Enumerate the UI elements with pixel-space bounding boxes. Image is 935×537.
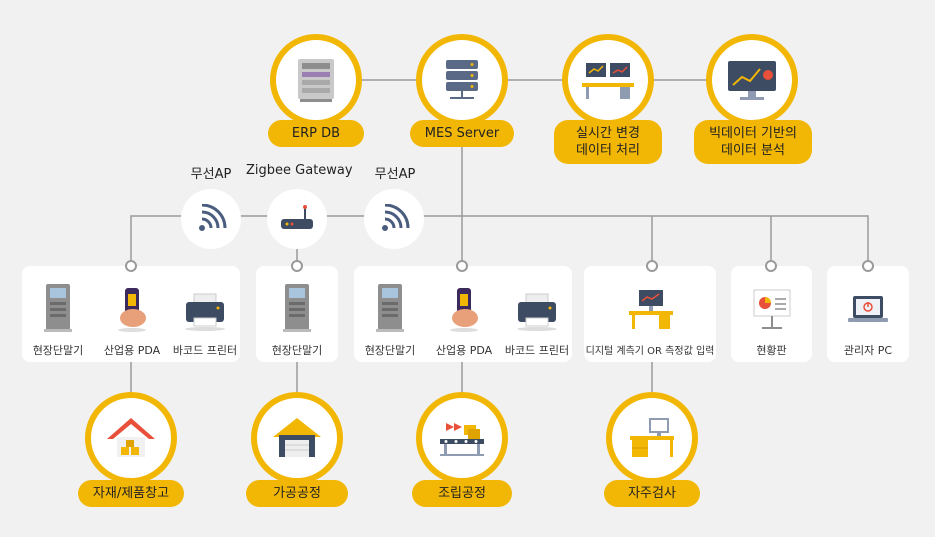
mes-server-node bbox=[416, 34, 508, 126]
warehouse-label: 자재/제품창고 bbox=[78, 480, 184, 507]
machining-node bbox=[251, 392, 343, 484]
terminal-kiosk-icon bbox=[376, 284, 404, 332]
server-cabinet-icon bbox=[298, 59, 334, 102]
bigdata-analysis-node bbox=[706, 34, 798, 126]
status-board: 현황판 bbox=[731, 266, 812, 362]
measuring-desk-icon bbox=[629, 290, 673, 329]
zigbee-gateway-label: Zigbee Gateway bbox=[246, 163, 353, 178]
assembly-node bbox=[416, 392, 508, 484]
printer-icon bbox=[185, 293, 225, 331]
device-group-assembly: 현장단말기 산업용 PDA 바코드 프린터 bbox=[354, 266, 572, 362]
device-group-dashboard: 현황판 bbox=[731, 266, 812, 362]
realtime-processing-node bbox=[562, 34, 654, 126]
analytics-monitor-icon bbox=[728, 61, 776, 100]
device-group-admin: 관리자 PC bbox=[827, 266, 909, 362]
connection-dot bbox=[125, 260, 137, 272]
warehouse-node bbox=[85, 392, 177, 484]
wireless-ap-label-1: 무선AP bbox=[190, 167, 232, 182]
device-group-inspection: 디지털 계측기 OR 측정값 입력 bbox=[584, 266, 716, 362]
pda-icon bbox=[118, 288, 146, 332]
connection-dot bbox=[456, 260, 468, 272]
zigbee-gateway-node bbox=[267, 189, 327, 249]
wireless-ap-node-2 bbox=[364, 189, 424, 249]
wireless-ap-node-1 bbox=[181, 189, 241, 249]
factory-garage-icon bbox=[273, 418, 321, 457]
connection-dot bbox=[646, 260, 658, 272]
machining-label: 가공공정 bbox=[246, 480, 348, 507]
wifi-signal-icon bbox=[199, 204, 227, 231]
self-inspection-label: 자주검사 bbox=[604, 480, 700, 507]
erp-db-label: ERP DB bbox=[268, 120, 364, 147]
laptop-icon bbox=[848, 296, 888, 322]
warehouse-icon bbox=[107, 418, 155, 457]
industrial-pda: 산업용 PDA bbox=[92, 266, 172, 362]
field-terminal: 현장단말기 bbox=[22, 266, 94, 362]
realtime-processing-label: 실시간 변경 데이터 처리 bbox=[554, 120, 662, 164]
connection-dot bbox=[291, 260, 303, 272]
erp-db-node bbox=[270, 34, 362, 126]
connection-dot bbox=[862, 260, 874, 272]
router-icon bbox=[281, 205, 313, 229]
inspection-desk-icon bbox=[630, 418, 674, 457]
server-rack-icon bbox=[446, 60, 478, 99]
connection-dot bbox=[765, 260, 777, 272]
industrial-pda: 산업용 PDA bbox=[424, 266, 504, 362]
barcode-printer: 바코드 프린터 bbox=[170, 266, 240, 362]
field-terminal: 현장단말기 bbox=[257, 266, 337, 362]
barcode-printer: 바코드 프린터 bbox=[502, 266, 572, 362]
digital-gauge-input: 디지털 계측기 OR 측정값 입력 bbox=[584, 266, 716, 362]
printer-icon bbox=[517, 293, 557, 331]
device-group-warehouse: 현장단말기 산업용 PDA 바코드 프린터 bbox=[22, 266, 240, 362]
wifi-signal-icon bbox=[382, 204, 410, 231]
self-inspection-node bbox=[606, 392, 698, 484]
terminal-kiosk-icon bbox=[44, 284, 72, 332]
pda-icon bbox=[450, 288, 478, 332]
admin-pc: 관리자 PC bbox=[828, 266, 908, 362]
conveyor-belt-icon bbox=[440, 423, 484, 456]
terminal-kiosk-icon bbox=[283, 284, 311, 332]
presentation-board-icon bbox=[753, 289, 790, 329]
mes-server-label: MES Server bbox=[410, 120, 514, 147]
bigdata-analysis-label: 빅데이터 기반의 데이터 분석 bbox=[694, 120, 812, 164]
assembly-label: 조립공정 bbox=[412, 480, 512, 507]
field-terminal: 현장단말기 bbox=[354, 266, 426, 362]
wireless-ap-label-2: 무선AP bbox=[374, 167, 416, 182]
workstation-icon bbox=[582, 63, 634, 99]
device-group-machining: 현장단말기 bbox=[256, 266, 338, 362]
